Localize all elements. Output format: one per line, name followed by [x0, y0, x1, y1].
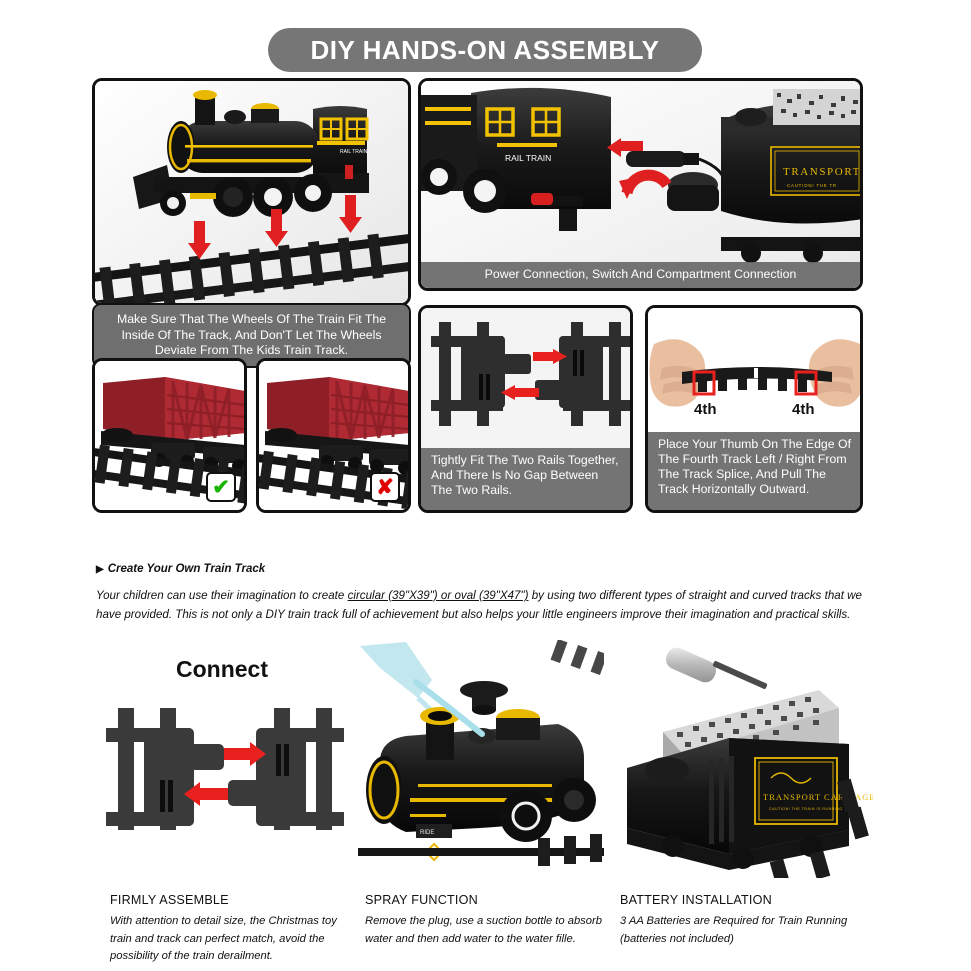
connect-rails-illustration — [100, 640, 346, 878]
bottom-title-spray-function: SPRAY FUNCTION — [365, 893, 478, 907]
bottom-desc-battery-installation: 3 AA Batteries are Required for Train Ru… — [620, 913, 880, 948]
panel-correct-wheels: ✔ — [92, 358, 247, 513]
caption-rails-fit: Tightly Fit The Two Rails Together, And … — [421, 448, 630, 510]
section-heading-text: Create Your Own Train Track — [107, 563, 266, 575]
caption-line: Make Sure That The Wheels Of The Train F… — [116, 312, 387, 326]
bottom-title-battery-installation: BATTERY INSTALLATION — [620, 893, 772, 907]
locomotive-illustration: RAIL TRAIN — [95, 81, 408, 303]
bottom-cell-battery-installation: TRANSPORT CARRIAGE CAUTION! THE TRAIN IS… — [613, 640, 873, 878]
caption-line: Deviate From The Kids Train Track. — [154, 343, 349, 357]
hands-pulling-track-illustration: 4th 4th — [648, 308, 860, 438]
arrow-right-icon — [224, 742, 266, 766]
photo-power-connection: RAIL TRAIN — [421, 81, 860, 288]
photo-rails-fit — [421, 308, 630, 454]
arrow-curved-icon — [619, 169, 672, 199]
bottom-desc-spray-function: Remove the plug, use a suction bottle to… — [365, 913, 613, 948]
rail-connector-illustration — [421, 308, 630, 454]
photo-wrong-wheels — [259, 361, 408, 510]
desc-line: water and then add water to the water fi… — [365, 932, 576, 945]
arrow-down-icon-3 — [339, 195, 362, 233]
marker-label-left: 4th — [694, 401, 717, 418]
spray-function-illustration: RIDE — [358, 640, 604, 878]
svg-text:CAUTION! THE TRAIN IS RUNNING: CAUTION! THE TRAIN IS RUNNING — [769, 807, 843, 811]
caption-line: The Track Splice, And Pull The — [658, 467, 826, 481]
plug-icon — [460, 681, 508, 715]
panel-thumb-pull: 4th 4th Place Your Thumb On The Edge Of … — [645, 305, 863, 513]
highlight-box-right — [794, 370, 818, 396]
caption-line: Track Horizontally Outward. — [658, 482, 810, 496]
photo-spray-function: RIDE — [358, 640, 604, 878]
photo-connect-rails — [100, 640, 346, 878]
spray-loco-plate: RIDE — [420, 830, 434, 836]
desc-line: train and track can perfect match, avoid… — [110, 932, 325, 945]
caption-line: Place Your Thumb On The Edge Of — [658, 437, 852, 451]
caption-wheels-on-track: Make Sure That The Wheels Of The Train F… — [92, 303, 411, 368]
power-loco-nameplate-text: RAIL TRAIN — [505, 153, 551, 163]
caption-line: And There Is No Gap Between — [431, 468, 599, 482]
page-title-banner: DIY HANDS-ON ASSEMBLY — [268, 28, 702, 72]
caption-thumb-pull: Place Your Thumb On The Edge Of The Four… — [648, 432, 860, 510]
photo-wheels-on-track: RAIL TRAIN — [95, 81, 408, 303]
battery-installation-illustration: TRANSPORT CARRIAGE CAUTION! THE TRAIN IS… — [613, 640, 873, 878]
water-stream — [413, 679, 485, 737]
panel-wheels-on-track: RAIL TRAIN — [92, 78, 411, 306]
panel-wrong-wheels: ✘ — [256, 358, 411, 513]
caption-line: Inside Of The Track, And Don'T Let The W… — [121, 327, 382, 342]
caption-line: The Two Rails. — [431, 483, 513, 497]
caption-line: The Fourth Track Left / Right From — [658, 452, 847, 466]
marker-label-right: 4th — [792, 401, 815, 418]
arrow-down-icon-1 — [188, 221, 211, 259]
desc-line: possibility of the train derailment. — [110, 950, 273, 962]
svg-text:TRANSPORT CARRIAGE: TRANSPORT CARRIAGE — [763, 792, 873, 802]
body-text-underlined: circular (39"X39") or oval (39"X47") — [347, 589, 529, 602]
status-badge-correct: ✔ — [206, 472, 236, 502]
connect-overlay-label: Connect — [176, 656, 268, 682]
caret-icon: ▶ — [96, 564, 104, 575]
transport-label-text: TRANSPORT — [783, 166, 861, 178]
page-title: DIY HANDS-ON ASSEMBLY — [310, 34, 660, 65]
desc-line: With attention to detail size, the Chris… — [110, 915, 337, 927]
bottom-cell-firmly-assemble: Connect — [100, 640, 346, 878]
body-text-post: by using two different types of straight… — [96, 589, 863, 621]
status-badge-wrong: ✘ — [370, 472, 400, 502]
panel-power-connection: RAIL TRAIN — [418, 78, 863, 291]
screwdriver-icon — [665, 647, 768, 689]
photo-battery-installation: TRANSPORT CARRIAGE CAUTION! THE TRAIN IS… — [613, 640, 873, 878]
body-text-pre: Your children can use their imagination … — [96, 589, 348, 602]
desc-line: (batteries not included) — [620, 932, 734, 945]
caption-line: Tightly Fit The Two Rails Together, — [431, 453, 619, 467]
arrow-down-icon-2 — [265, 209, 288, 247]
bottom-cell-spray-function: RIDE — [358, 640, 604, 878]
arrow-left-icon — [184, 782, 228, 806]
arrow-left-icon — [607, 138, 643, 157]
power-connection-illustration: RAIL TRAIN — [421, 81, 861, 288]
section-heading-create-track: ▶Create Your Own Train Track — [96, 563, 265, 575]
arrow-left-icon — [501, 385, 539, 400]
arrow-right-icon — [533, 349, 567, 364]
caption-power-connection: Power Connection, Switch And Compartment… — [421, 262, 860, 288]
bottom-title-firmly-assemble: FIRMLY ASSEMBLE — [110, 893, 229, 907]
desc-line: 3 AA Batteries are Required for Train Ru… — [620, 915, 848, 927]
transport-sublabel-text: CAUTION! THE TR — [787, 183, 837, 188]
transport-carriage-label: TRANSPORT CARRIAGE CAUTION! THE TRAIN IS… — [754, 757, 873, 825]
section-body-create-track: Your children can use their imagination … — [96, 586, 862, 624]
panel-rails-fit: Tightly Fit The Two Rails Together, And … — [418, 305, 633, 513]
desc-line: Remove the plug, use a suction bottle to… — [365, 915, 602, 927]
bottom-desc-firmly-assemble: With attention to detail size, the Chris… — [110, 913, 358, 966]
loco-nameplate-text: RAIL TRAIN — [340, 149, 368, 155]
photo-thumb-pull: 4th 4th — [648, 308, 860, 438]
highlight-box-left — [692, 370, 716, 396]
red-switch — [531, 193, 553, 205]
